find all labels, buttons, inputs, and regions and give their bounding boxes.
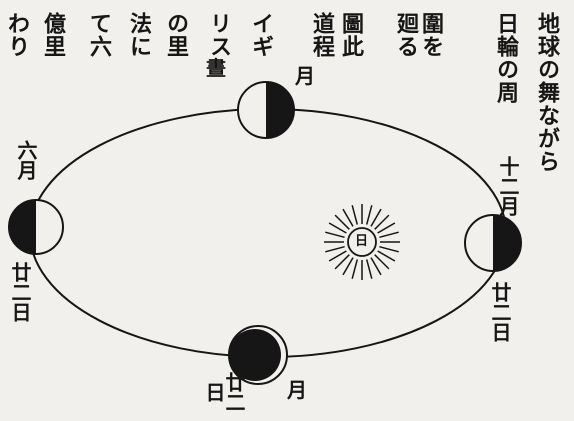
- sun-ray: [328, 250, 347, 262]
- sun-ray: [351, 205, 359, 225]
- text-column-2: 日輪の周: [493, 12, 519, 104]
- sun-ray: [351, 259, 359, 279]
- text-column-5: 圖此: [338, 12, 364, 58]
- label-left-day: 廿二日: [8, 262, 32, 322]
- text-column-7: イギ: [248, 12, 274, 58]
- sun-label: 日: [355, 234, 369, 249]
- text-column-6: 道程: [309, 12, 335, 58]
- label-bottom-right: 月: [287, 378, 307, 402]
- sun-ray: [342, 208, 354, 227]
- earth-top: [237, 81, 295, 139]
- sun-ray: [325, 245, 345, 253]
- sun-ray: [365, 205, 373, 225]
- sun-ray: [365, 259, 373, 279]
- label-bottom-left: 廿二日: [202, 371, 246, 412]
- sun-rays: [324, 204, 400, 280]
- sun-ray: [328, 222, 347, 234]
- label-right-month: 十二月: [496, 156, 520, 216]
- text-column-9: の里: [163, 12, 189, 58]
- text-column-8: リス: [206, 12, 232, 58]
- label-left-month: 六月: [14, 140, 38, 180]
- sun-disc: [347, 227, 377, 257]
- label-top-left: 晝: [206, 56, 226, 80]
- label-right-day: 廿二日: [488, 282, 512, 342]
- label-top-right: 月: [295, 64, 315, 88]
- sun-ray: [377, 250, 396, 262]
- sun-ray: [325, 231, 345, 239]
- sun-ray: [342, 257, 354, 276]
- text-column-11: て六: [86, 12, 112, 58]
- sun-ray: [379, 245, 399, 253]
- sun-ray: [334, 254, 350, 270]
- sun-ray: [377, 222, 396, 234]
- sun-ray: [374, 254, 390, 270]
- sun-ray: [379, 231, 399, 239]
- earth-left: [8, 199, 64, 255]
- text-column-1: 地球の舞ながら: [534, 12, 560, 173]
- sun-ray: [370, 257, 382, 276]
- sun-ray: [370, 208, 382, 227]
- sun-ray: [374, 214, 390, 230]
- text-column-10: 法に: [126, 12, 152, 58]
- text-column-13: わり: [4, 12, 30, 58]
- text-column-4: 廻る: [393, 12, 419, 58]
- earth-right: [464, 214, 522, 272]
- text-column-12: 億里: [40, 12, 66, 58]
- earth-bottom: [228, 325, 288, 385]
- sun-ray: [334, 214, 350, 230]
- earth-orbit: [29, 108, 507, 358]
- text-column-3: 圍を: [418, 12, 444, 58]
